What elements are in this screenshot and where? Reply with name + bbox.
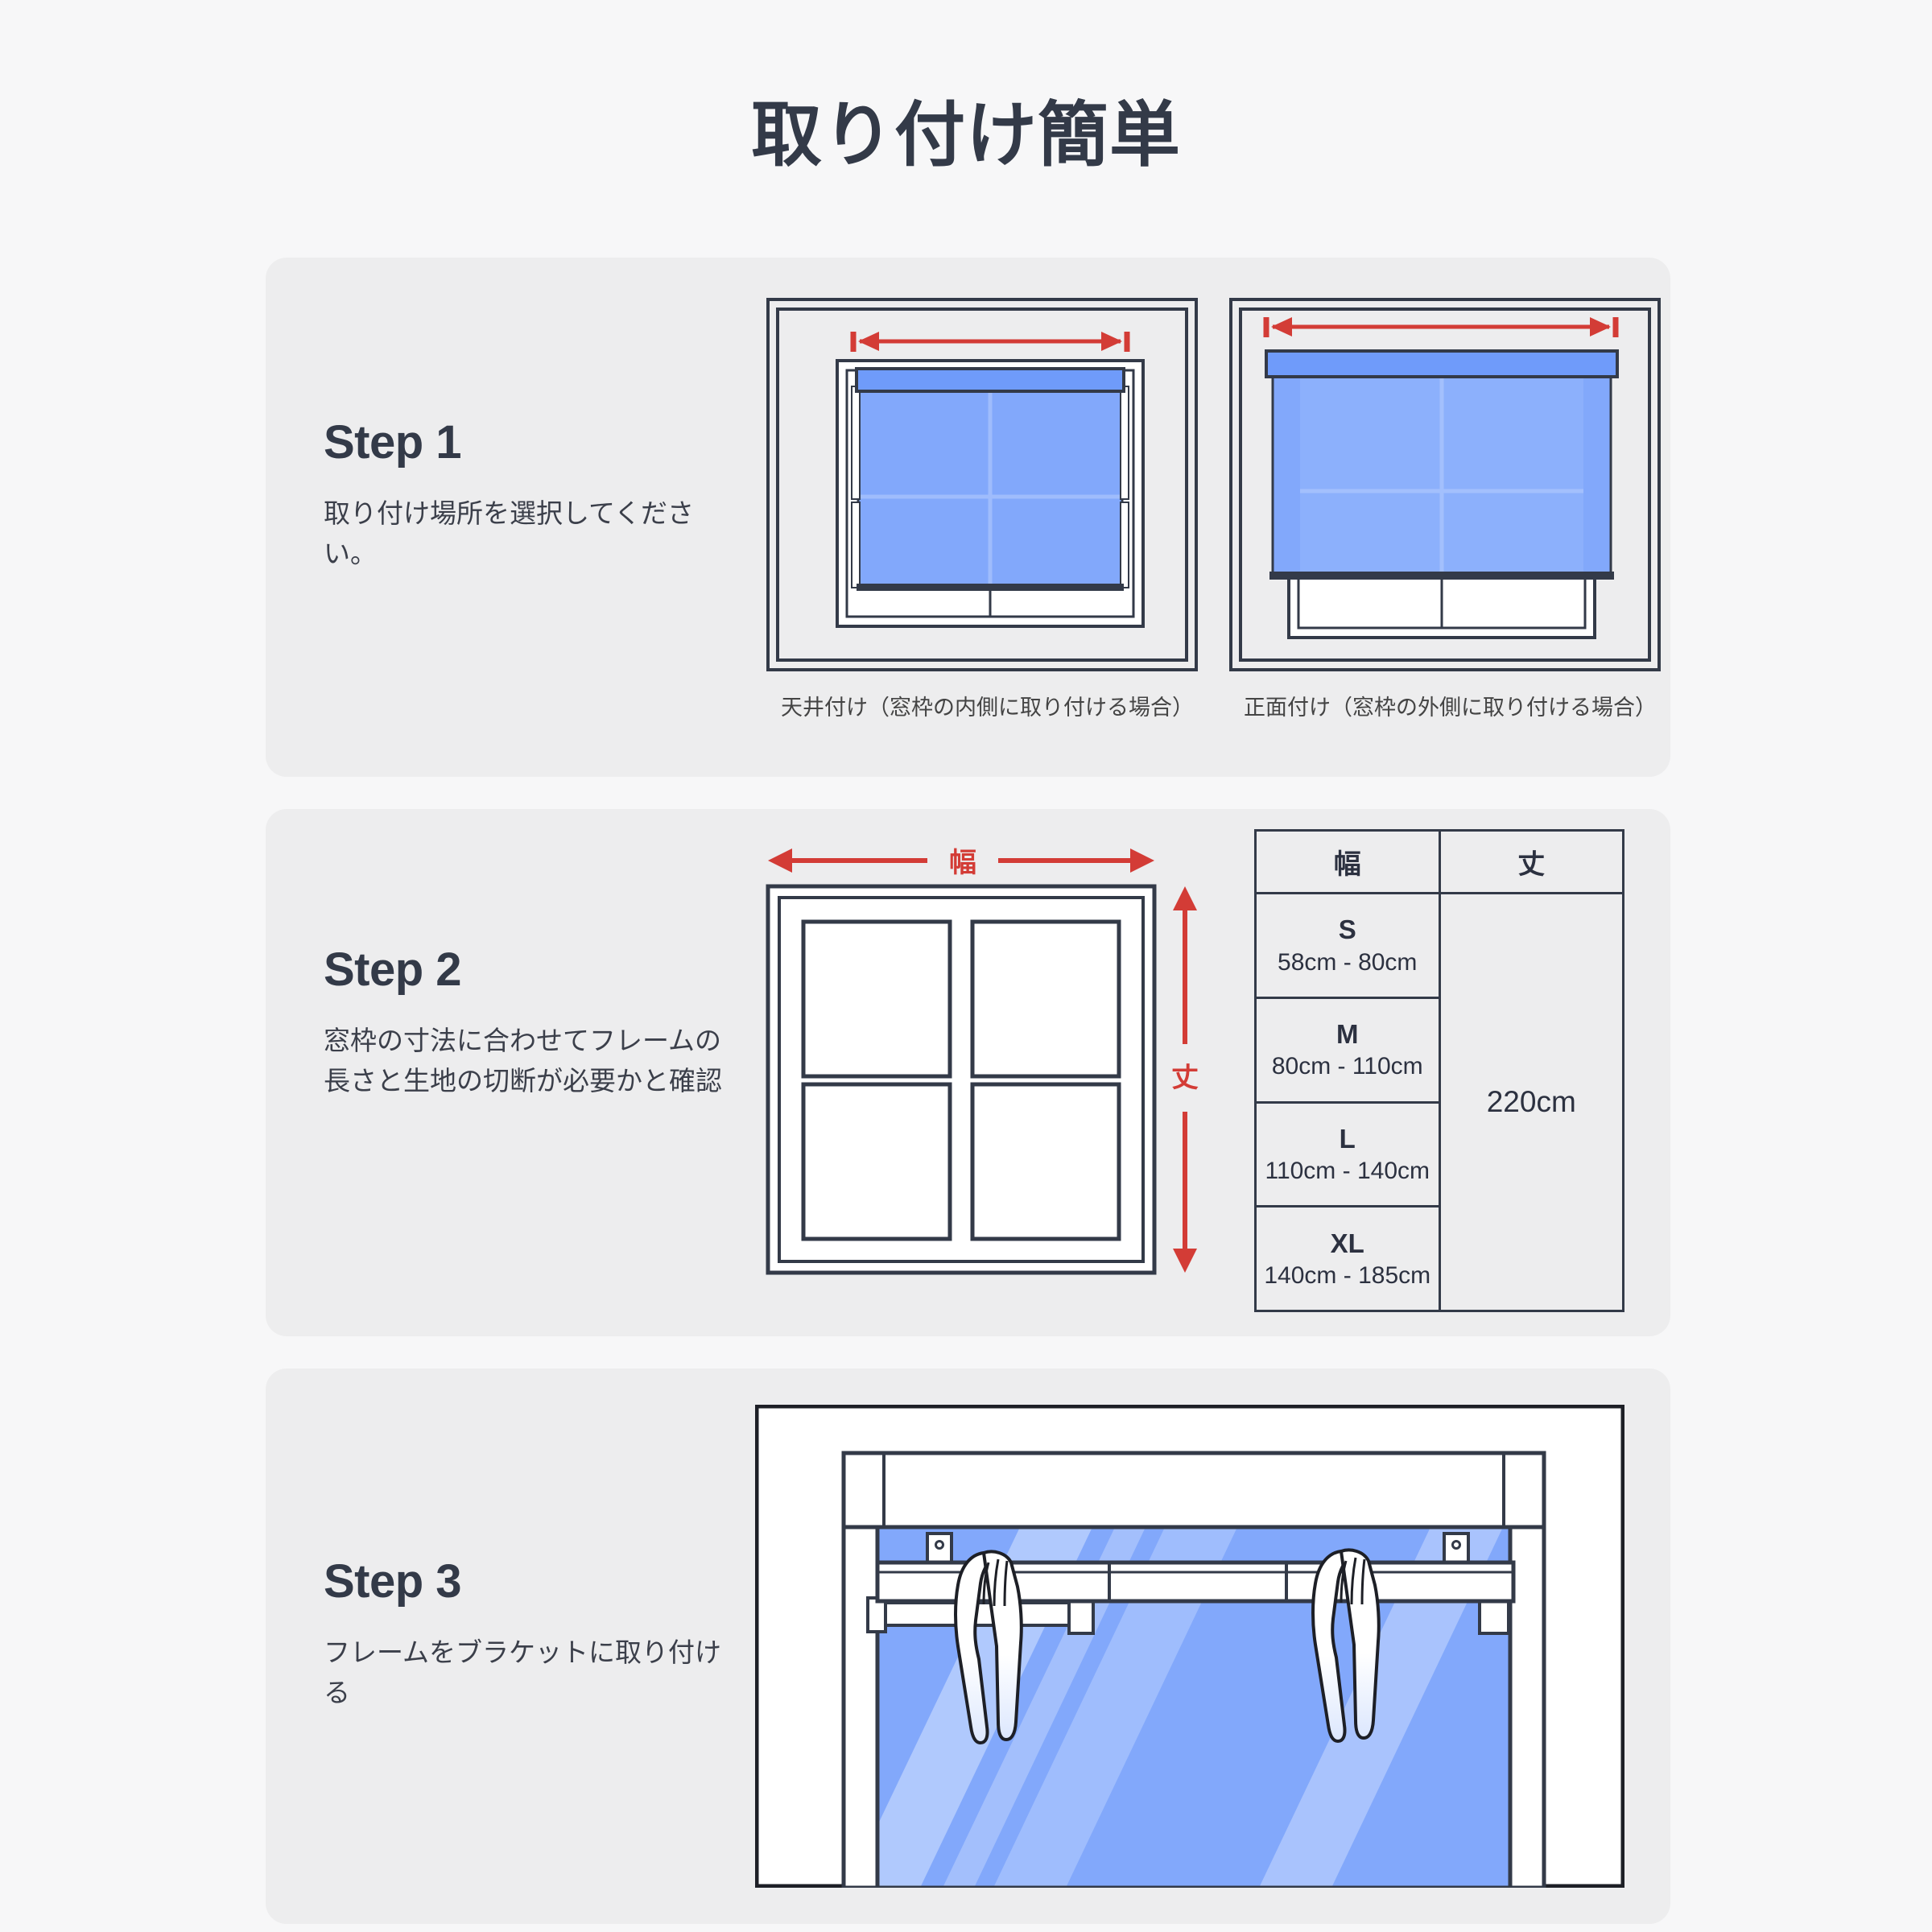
size-cell-l: L 110cm - 140cm <box>1254 1100 1441 1208</box>
outside-mount-caption: 正面付け（窓枠の外側に取り付ける場合） <box>1244 696 1657 720</box>
outside-mount-illustration <box>1220 291 1670 678</box>
outside-mount-figure-column: 正面付け（窓枠の外側に取り付ける場合） <box>1220 291 1670 724</box>
header-drop: 丈 <box>1438 829 1624 894</box>
bracket-mounting-illustration <box>755 1405 1624 1888</box>
table-row: XL 140cm - 185cm <box>1254 1205 1624 1312</box>
size-name: M <box>1336 1019 1359 1049</box>
width-dimension-arrow <box>768 848 1154 873</box>
size-range: 110cm - 140cm <box>1265 1158 1430 1184</box>
header-width: 幅 <box>1254 829 1441 894</box>
drop-label: 丈 <box>1171 1063 1199 1093</box>
size-range: 140cm - 185cm <box>1264 1261 1431 1289</box>
width-dimension-arrow <box>1263 317 1619 337</box>
step-1-card: Step 1 取り付け場所を選択してください。 <box>266 258 1670 777</box>
drop-dimension-arrow <box>1173 886 1197 1273</box>
width-label: 幅 <box>949 848 976 878</box>
size-range: 80cm - 110cm <box>1271 1053 1423 1080</box>
outside-mount-svg <box>1229 298 1661 671</box>
step-1-title: Step 1 <box>324 416 462 469</box>
step-1-text-block: Step 1 取り付け場所を選択してください。 <box>324 416 734 574</box>
inside-mount-illustration <box>757 291 1208 678</box>
step-3-card: Step 3 フレームをブラケットに取り付ける <box>266 1368 1670 1924</box>
table-header-row: 幅 丈 <box>1254 829 1624 894</box>
size-table-wrapper: 幅 丈 S 58cm - 80cm 220cm M 80cm - 110cm <box>1254 829 1633 1320</box>
inside-mount-caption: 天井付け（窓枠の内側に取り付ける場合） <box>781 696 1194 720</box>
size-range: 58cm - 80cm <box>1278 948 1418 976</box>
window-measurement-illustration: 幅 丈 <box>757 825 1208 1324</box>
inside-mount-figure-column: 天井付け（窓枠の内側に取り付ける場合） <box>757 291 1208 724</box>
bracket-mounting-svg <box>755 1405 1624 1888</box>
size-cell-m: M 80cm - 110cm <box>1254 996 1441 1104</box>
size-name: L <box>1339 1123 1356 1154</box>
width-dimension-arrow <box>850 332 1130 352</box>
table-row: L 110cm - 140cm <box>1254 1100 1624 1208</box>
right-hand <box>1311 1548 1381 1743</box>
size-cell-s: S 58cm - 80cm <box>1254 892 1441 999</box>
step-1-description: 取り付け場所を選択してください。 <box>324 497 695 569</box>
step-3-description: フレームをブラケットに取り付ける <box>324 1637 722 1708</box>
step-3-title: Step 3 <box>324 1555 462 1608</box>
step-2-text-block: Step 2 窓枠の寸法に合わせてフレームの長さと生地の切断が必要かと確認 <box>324 943 734 1101</box>
page-title: 取り付け簡単 <box>750 95 1181 175</box>
step-2-description: 窓枠の寸法に合わせてフレームの長さと生地の切断が必要かと確認 <box>324 1025 722 1096</box>
window-measurement-svg: 幅 丈 <box>766 848 1199 1275</box>
table-row: S 58cm - 80cm 220cm <box>1254 892 1624 1312</box>
size-cell-xl: XL 140cm - 185cm <box>1254 1205 1441 1312</box>
step-2-title: Step 2 <box>324 943 462 996</box>
size-name: XL <box>1330 1228 1364 1258</box>
inside-mount-svg <box>766 298 1198 671</box>
table-row: M 80cm - 110cm <box>1254 996 1624 1104</box>
step-2-card: Step 2 窓枠の寸法に合わせてフレームの長さと生地の切断が必要かと確認 幅 <box>266 809 1670 1336</box>
step-3-text-block: Step 3 フレームをブラケットに取り付ける <box>324 1555 734 1713</box>
size-name: S <box>1338 914 1356 945</box>
drop-value-cell: 220cm <box>1438 892 1624 1312</box>
left-hand <box>954 1550 1023 1744</box>
size-table: 幅 丈 S 58cm - 80cm 220cm M 80cm - 110cm <box>1254 829 1624 1312</box>
